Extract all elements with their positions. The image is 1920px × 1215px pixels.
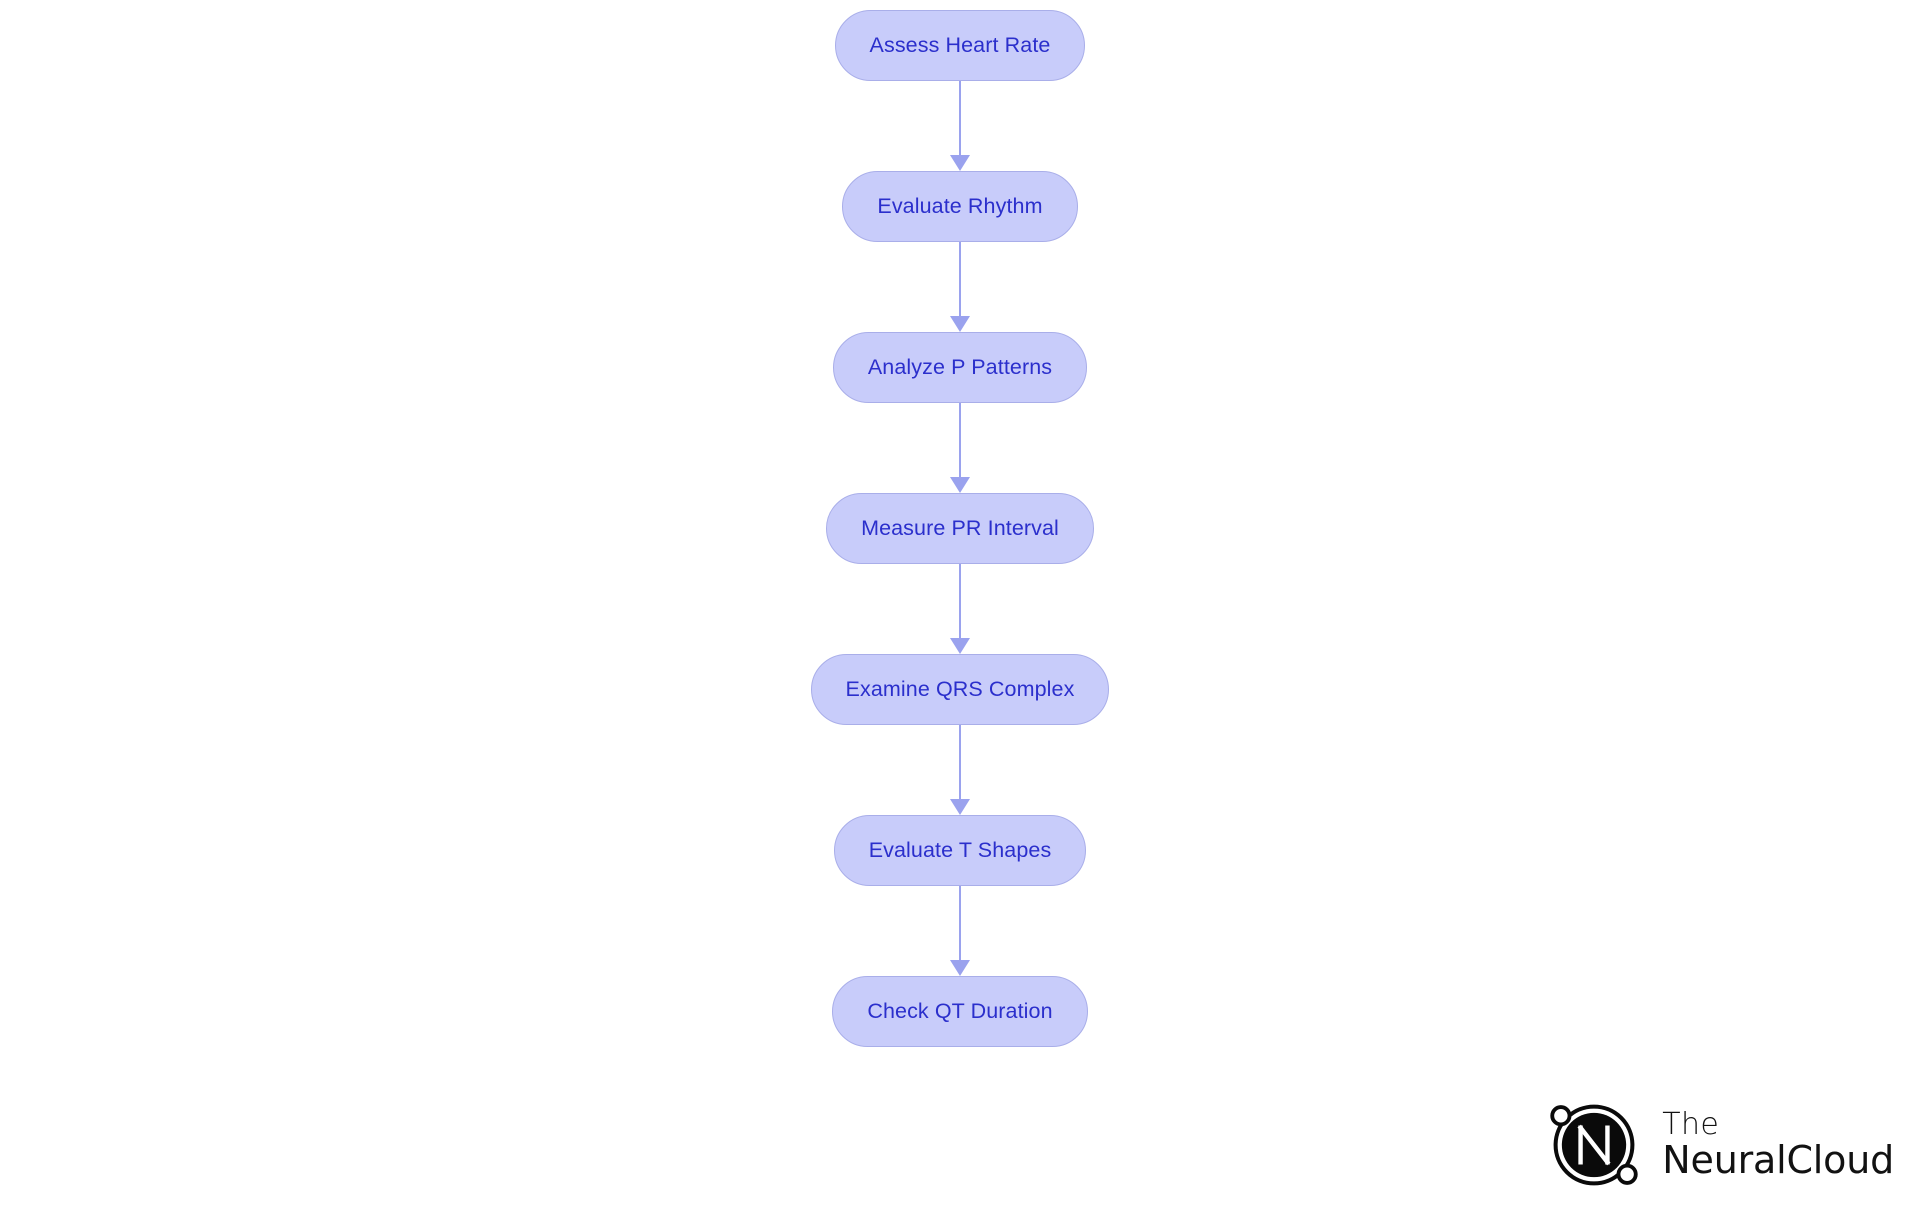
edge-line — [958, 886, 962, 961]
flowchart-diagram: Assess Heart Rate Evaluate Rhythm Analyz… — [810, 10, 1110, 1047]
arrowhead-down-icon — [950, 638, 970, 654]
flow-step-6: Evaluate T Shapes — [833, 815, 1087, 976]
flow-step-1: Assess Heart Rate — [834, 10, 1086, 171]
arrowhead-down-icon — [950, 155, 970, 171]
edge-line — [958, 564, 962, 639]
arrowhead-down-icon — [949, 799, 970, 815]
arrowhead-down-icon — [950, 316, 970, 332]
flow-edge-5-6 — [948, 725, 972, 815]
flow-edge-6-7 — [948, 886, 972, 976]
flow-step-7: Check QT Duration — [832, 976, 1088, 1047]
flow-node-evaluate-rhythm[interactable]: Evaluate Rhythm — [842, 171, 1078, 242]
flow-edge-1-2 — [948, 81, 972, 171]
flow-step-5: Examine QRS Complex — [810, 654, 1110, 815]
logo-wordmark: The NeuralCloud — [1662, 1109, 1894, 1180]
edge-line — [958, 81, 962, 156]
flow-node-assess-heart-rate[interactable]: Assess Heart Rate — [834, 10, 1086, 81]
flow-step-4: Measure PR Interval — [826, 493, 1094, 654]
neuralcloud-mark-icon — [1550, 1104, 1638, 1186]
flow-edge-3-4 — [948, 403, 972, 493]
flow-node-evaluate-t-shapes[interactable]: Evaluate T Shapes — [833, 815, 1087, 886]
flow-node-check-qt-duration[interactable]: Check QT Duration — [832, 976, 1088, 1047]
neuralcloud-logo: The NeuralCloud — [1546, 1097, 1894, 1193]
edge-line — [958, 403, 962, 478]
arrowhead-down-icon — [950, 960, 970, 976]
edge-line — [958, 725, 962, 800]
flow-edge-4-5 — [948, 564, 972, 654]
flow-node-analyze-p-patterns[interactable]: Analyze P Patterns — [832, 332, 1088, 403]
flow-step-3: Analyze P Patterns — [832, 332, 1088, 493]
logo-line-neuralcloud: NeuralCloud — [1662, 1137, 1894, 1182]
arrowhead-down-icon — [949, 477, 970, 493]
logo-line-the: The — [1662, 1107, 1720, 1143]
flow-step-2: Evaluate Rhythm — [842, 171, 1078, 332]
edge-line — [958, 242, 962, 317]
flow-node-examine-qrs-complex[interactable]: Examine QRS Complex — [810, 654, 1110, 725]
flow-edge-2-3 — [948, 242, 972, 332]
flow-node-measure-pr-interval[interactable]: Measure PR Interval — [826, 493, 1094, 564]
